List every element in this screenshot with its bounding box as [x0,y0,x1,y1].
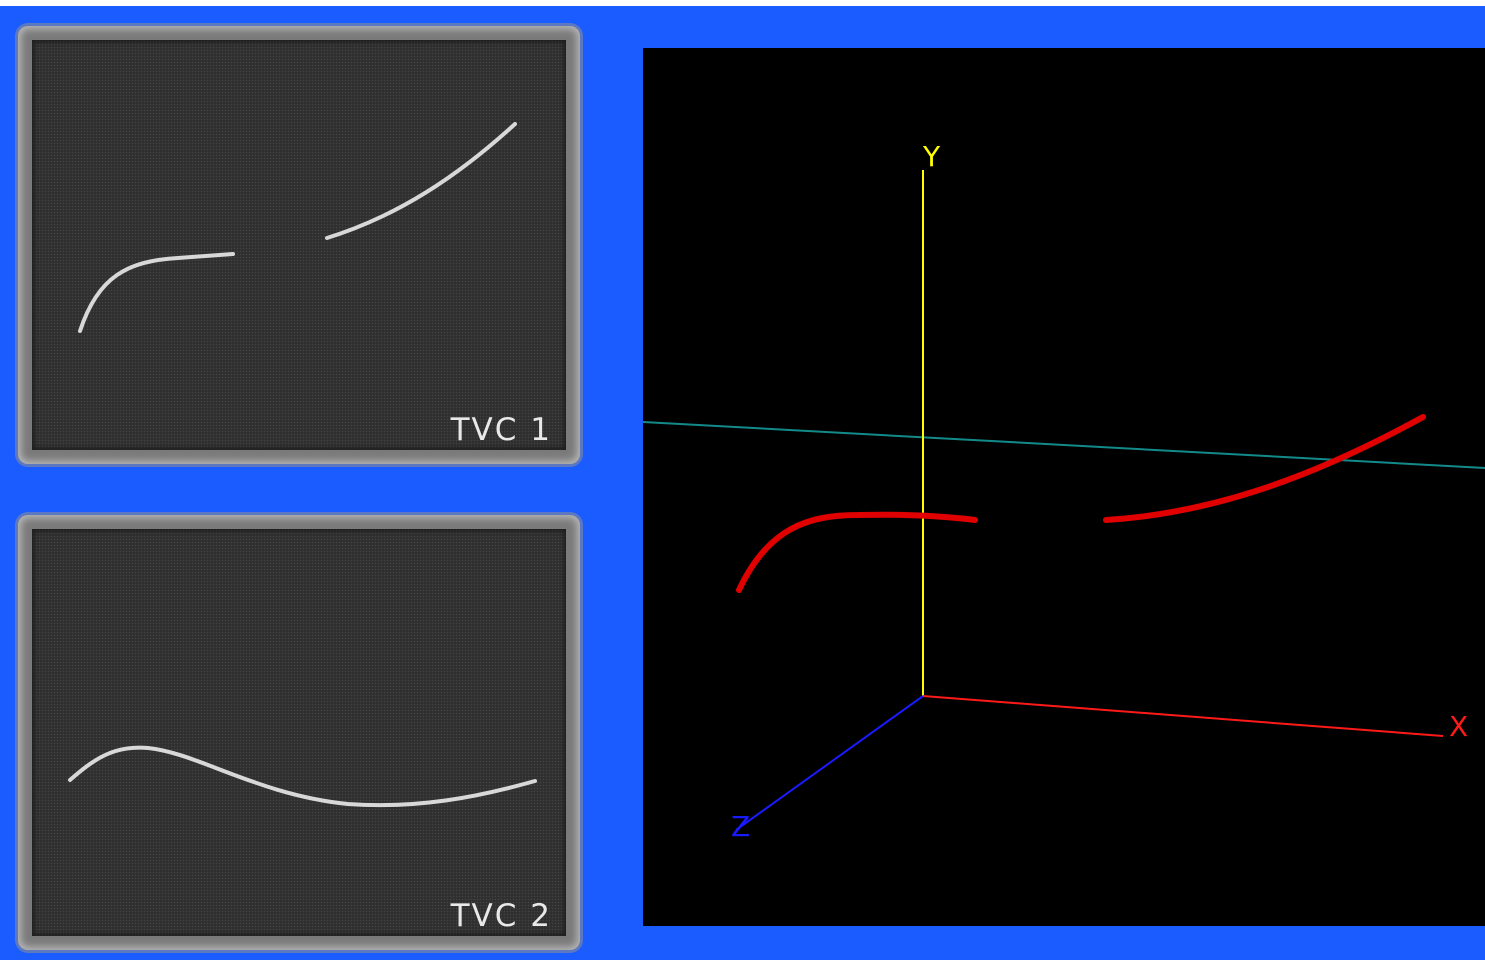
trajectory-segment-1 [736,511,978,593]
tvc2-panel[interactable]: TVC 2 [18,515,580,950]
z-axis [735,695,924,831]
app-window: TVC 1 TVC 2 Y X Z [0,6,1485,960]
tvc2-curve [68,745,537,808]
tvc1-curve [78,122,517,333]
tvc2-screen [32,529,566,936]
tvc2-curve-segment [68,745,537,808]
tvc1-label: TVC 1 [450,412,552,448]
3d-viewport[interactable]: Y X Z [643,48,1485,926]
x-axis [922,695,1444,737]
x-axis-label: X [1449,710,1468,743]
ground-line [643,421,1485,469]
y-axis-label: Y [922,140,941,173]
tvc2-label: TVC 2 [450,898,552,934]
tvc1-curve-segment-2 [325,122,517,240]
tvc1-panel[interactable]: TVC 1 [18,26,580,464]
tvc1-screen [32,40,566,450]
z-axis-label: Z [731,810,750,843]
trajectory-segment-2 [1103,414,1426,523]
tvc1-curve-segment-1 [78,252,235,333]
3d-scene: Y X Z [643,140,1485,843]
